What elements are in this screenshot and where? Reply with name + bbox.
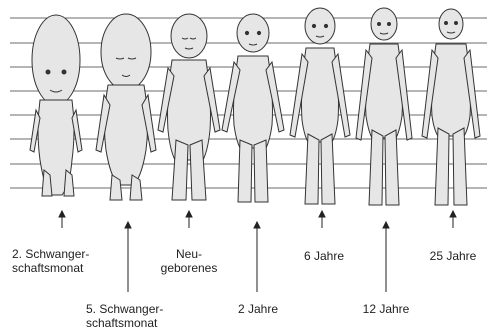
label-6-jahre: 6 Jahre: [292, 249, 356, 263]
figure-fetus-5-month: [96, 14, 156, 200]
figure-6-years: [290, 8, 350, 204]
figure-fetus-2-month: [30, 15, 82, 196]
label-2-jahre: 2 Jahre: [226, 302, 290, 316]
label-12-jahre: 12 Jahre: [354, 302, 418, 316]
label-arrows: [59, 211, 456, 292]
label-neugeborenes: Neu- geborenes: [154, 247, 224, 275]
figure-25-years: [422, 9, 480, 205]
label-25-jahre: 25 Jahre: [418, 249, 488, 263]
figure-newborn: [158, 14, 220, 200]
label-2-schwangerschaftsmonat: 2. Schwanger- schaftsmonat: [12, 247, 112, 275]
label-5-schwangerschaftsmonat: 5. Schwanger- schaftsmonat: [86, 302, 186, 330]
figure-12-years: [356, 8, 412, 205]
figure-2-years: [222, 14, 284, 202]
